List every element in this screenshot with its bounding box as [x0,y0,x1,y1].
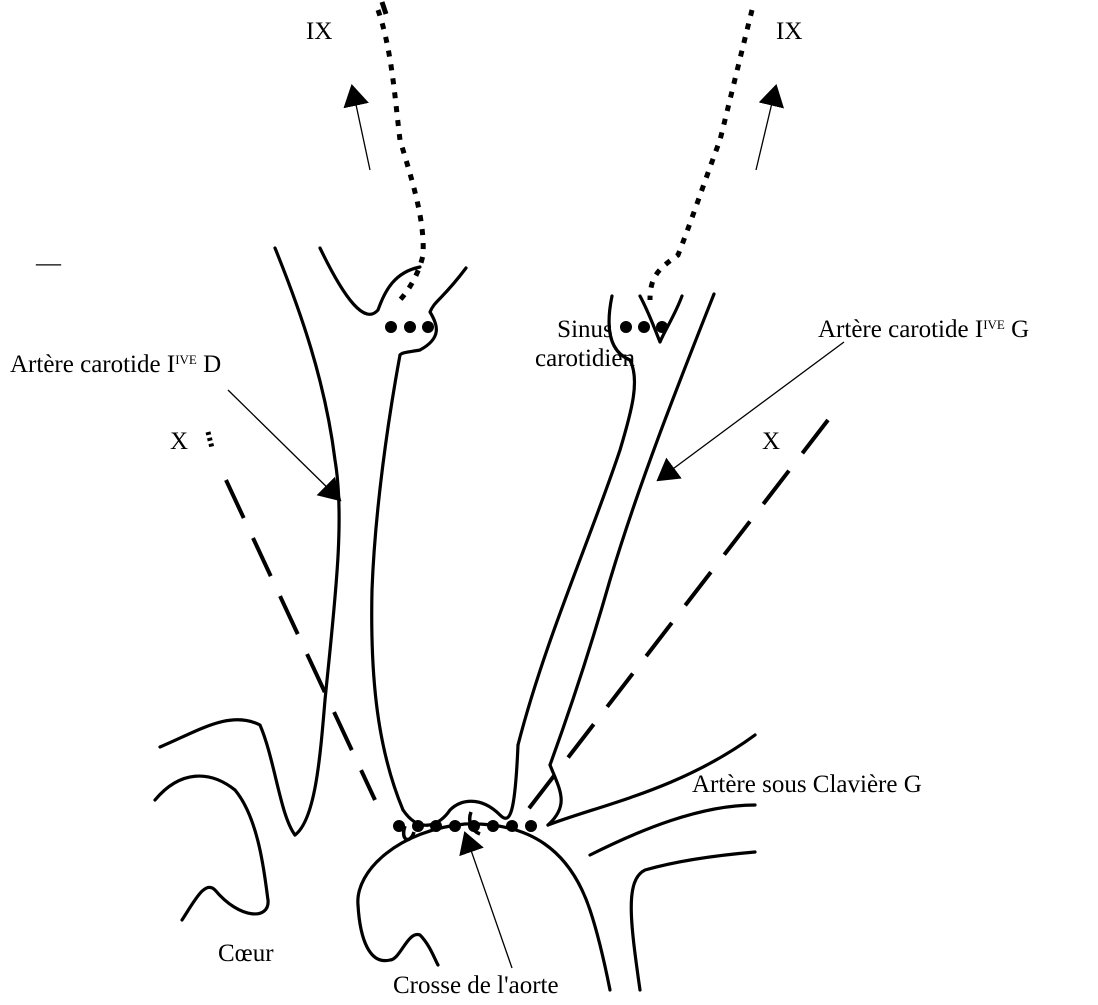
right-carotid-label: Artère carotide IIVE D [10,351,221,380]
receptor-dot [385,321,397,333]
aortic-arch-label: Crosse de l'aorte [393,972,559,1001]
nerve-x-left-tick [208,432,212,448]
receptor-dot [449,820,461,832]
left-sinus-top [640,296,682,342]
subclavian-upper-wall [590,805,755,855]
left-carotid-label-prefix: Artère carotide I [818,316,983,343]
receptor-dot [656,321,668,333]
left-carotid-label-suffix: G [1005,316,1029,343]
subclavian-lower-wall [631,852,755,990]
nerve-ix-right-top-tick [382,2,386,14]
aortic-arch-top-left [548,765,561,825]
crosse-pointer [465,833,512,968]
right-carotid-label-sup: IVE [175,352,197,367]
aortic-arch-lower-wall [358,824,610,990]
receptor-dot [412,820,424,832]
receptor-dot [506,820,518,832]
carotid-sinus-label: Sinus carotidien [535,316,635,374]
right-carotid-outer-wall [275,248,339,835]
carotid-sinus-label-line2: carotidien [535,345,635,374]
heart-upper-wall [160,720,295,835]
nerve-ix-label-right: IX [776,18,802,47]
right-sinus-top [320,248,420,314]
subclavian-label: Artère sous Clavière G [692,771,922,800]
carotide-d-pointer [228,390,340,500]
ix-left-arrow [352,86,370,170]
aortic-arch-upper-wall [403,745,518,825]
heart-label: Cœur [218,940,274,969]
heart-outer-wall [155,776,268,920]
nerve-ix-right [378,10,423,302]
right-carotid-label-prefix: Artère carotide I [10,351,175,378]
nerve-x-label-left: X [170,428,188,457]
receptor-dot [404,321,416,333]
receptor-dot [422,321,434,333]
receptor-dot [525,820,537,832]
carotid-sinus-label-line1: Sinus [535,316,635,345]
right-sinus-bulb [400,268,466,355]
dash-mark: — [36,250,61,279]
nerve-x-label-right: X [762,428,780,457]
left-carotid-label-sup: IVE [983,317,1005,332]
right-carotid-inner-wall [372,355,403,810]
receptor-dot [638,321,650,333]
nerve-x-right [520,420,828,820]
sinus-receptor-dots-right [385,321,434,333]
nerve-x-left [226,480,375,800]
aortic-receptor-dots [393,820,537,832]
receptor-dot [487,820,499,832]
left-carotid-label: Artère carotide IIVE G [818,316,1029,345]
right-carotid-label-suffix: D [197,351,221,378]
nerve-ix-label-left: IX [306,18,332,47]
nerve-ix-left [650,10,752,300]
ix-right-arrow [756,86,776,170]
receptor-dot [430,820,442,832]
heart-inner-wall [358,905,438,965]
